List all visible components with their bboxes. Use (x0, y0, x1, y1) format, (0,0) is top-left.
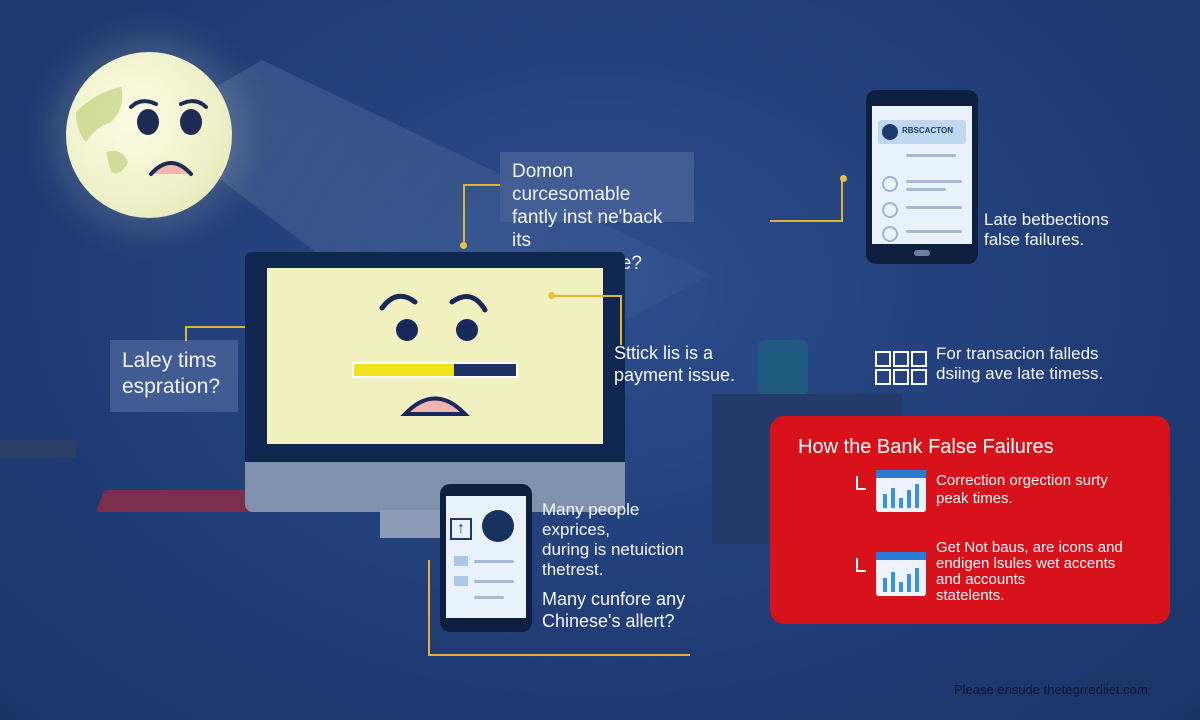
phone-bottom-caption-1: Many people exprices, during is netuicti… (542, 500, 684, 579)
list-item-icon (454, 556, 468, 566)
bank-false-failures-panel: How the Bank False Failures Correction o… (770, 416, 1170, 624)
upload-icon: ↑ (450, 518, 472, 540)
progress-fill (354, 364, 455, 376)
bar-chart-icon (876, 470, 926, 512)
info-icon (882, 202, 898, 218)
bar-chart-icon (876, 552, 926, 596)
phone-bottom-screen: ↑ (446, 496, 526, 618)
payment-progress-bar (352, 362, 518, 378)
moon-face (76, 87, 208, 176)
panel-item-1: Correction orgection surty peak times. (936, 472, 1108, 507)
phone-top-caption: Late betbections false failures. (984, 210, 1109, 249)
avatar (882, 124, 898, 140)
panel-item-2: Get Not baus, are icons and endigen lsul… (936, 539, 1123, 604)
sad-moon-icon (66, 52, 232, 218)
panel-title: How the Bank False Failures (798, 436, 1054, 458)
phone-top-header: RBSCACTON (878, 120, 966, 144)
question-bubble-left: Laley tims espration? (110, 340, 238, 412)
question-bubble-top: Domon curcesomable fantly inst ne'back i… (500, 152, 694, 274)
monitor-bezel-bottom (245, 462, 625, 512)
monitor-caption: Sttick lis is a payment issue. (614, 343, 736, 385)
footer-text: Please ensude thetegrrediiet.com (954, 682, 1148, 697)
phone-top: RBSCACTON (866, 90, 978, 264)
calendar-icon (874, 350, 928, 386)
list-item-icon (454, 576, 468, 586)
phone-bottom: ↑ (440, 484, 532, 632)
monitor-screen (267, 268, 603, 444)
icons-caption: For transacion falleds dsiing ave late t… (936, 344, 1104, 383)
phone-bottom-caption-2: Many cunfore any Chinese's allert? (542, 589, 686, 631)
mug (758, 340, 808, 394)
home-button (914, 250, 930, 256)
phone-top-header-label: RBSCACTON (902, 126, 953, 135)
profile-icon (482, 510, 514, 542)
check-icon (882, 176, 898, 192)
info-icon (882, 226, 898, 242)
sad-face-icon (379, 293, 488, 416)
phone-top-screen: RBSCACTON (872, 106, 972, 244)
side-table (0, 440, 76, 458)
